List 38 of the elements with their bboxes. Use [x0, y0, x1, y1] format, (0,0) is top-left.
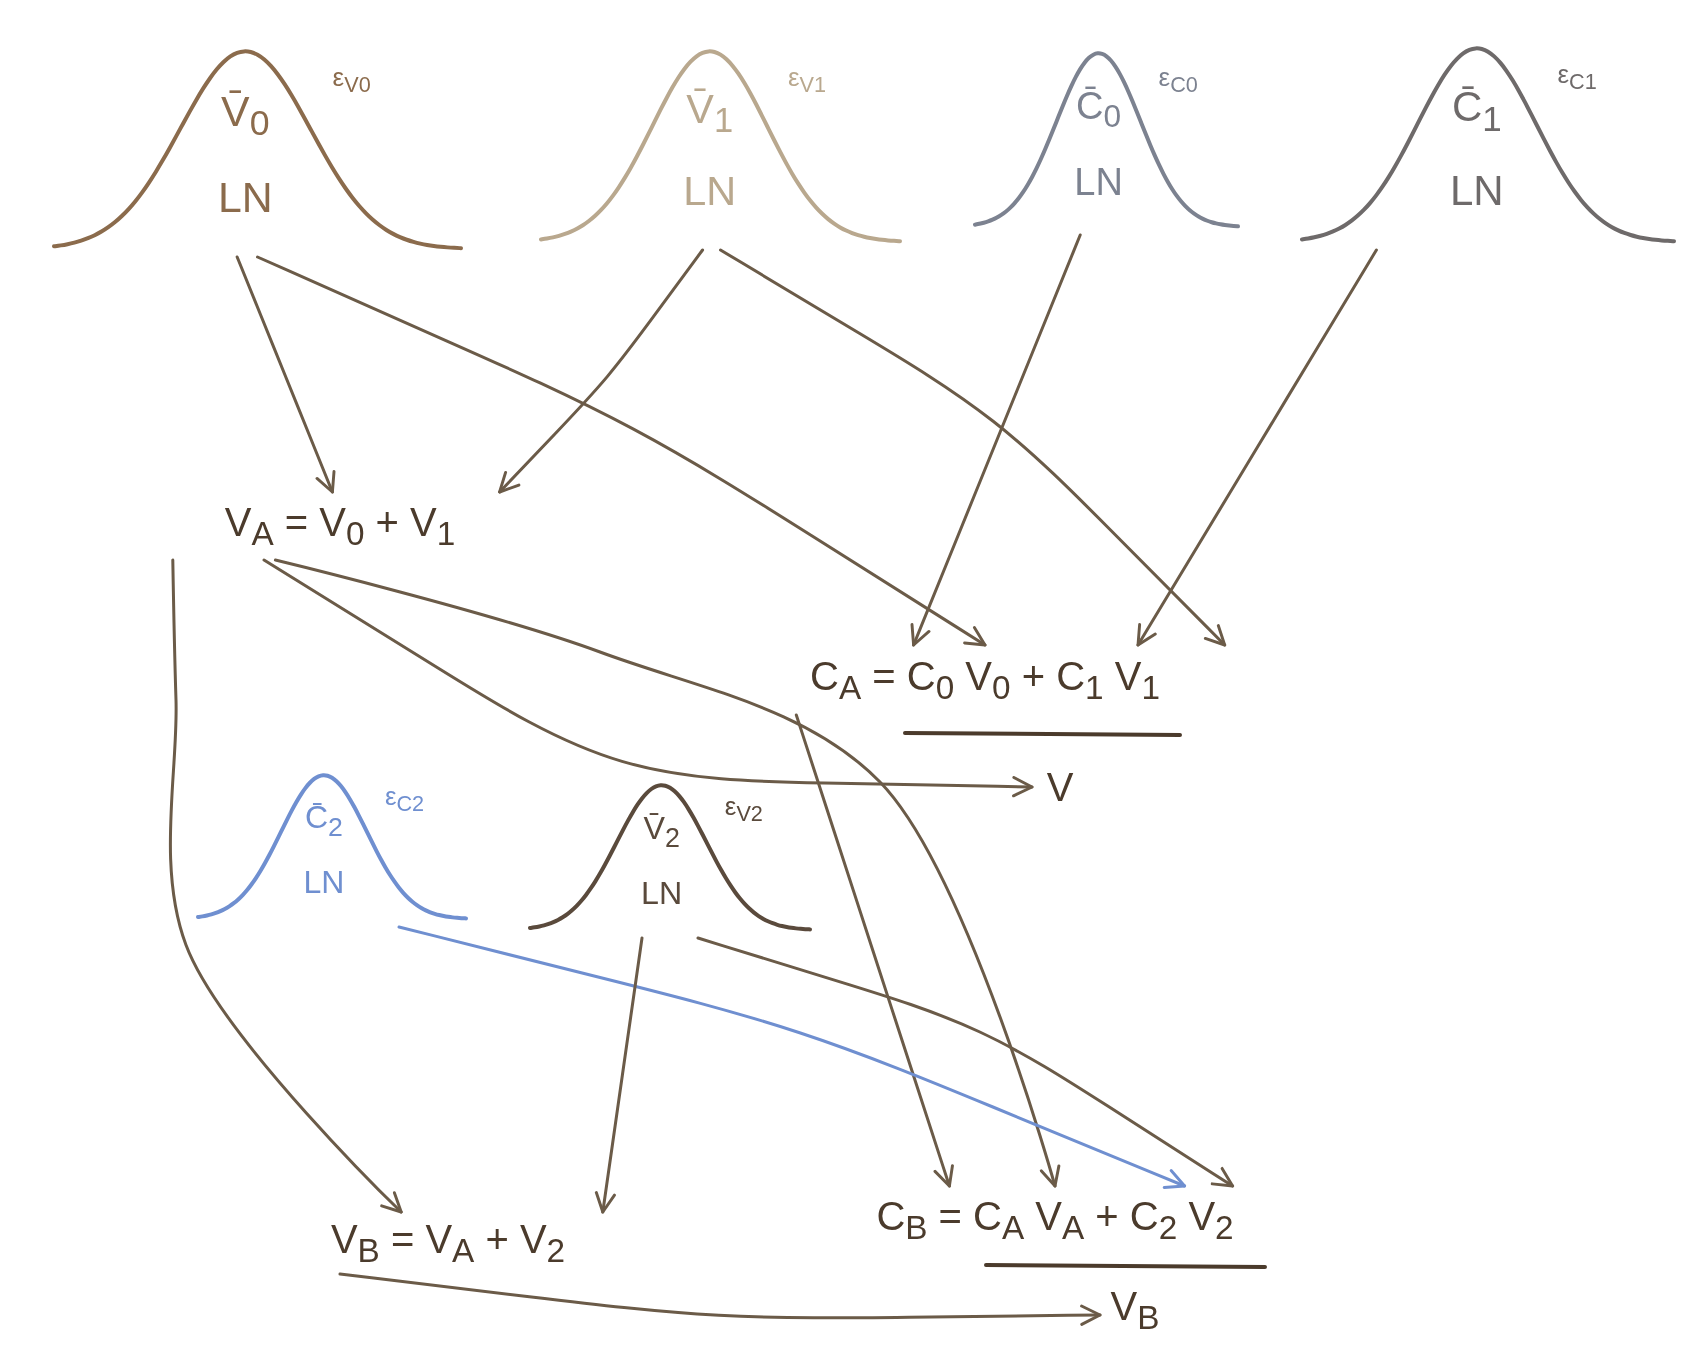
arrow: [910, 233, 1082, 647]
arrow: [719, 248, 1227, 647]
distribution-label: LN: [217, 175, 273, 219]
arrow: [498, 248, 705, 494]
variable-label: V̄$_{1}$: [686, 89, 734, 138]
equation-text: V: [1046, 767, 1074, 807]
arrow: [168, 558, 403, 1214]
equation-text: C$_{A}$ = C$_{0}$ V$_{0}$ + C$_{1}$ V$_{1}$: [810, 655, 1160, 705]
error-label: ε$_{V2}$: [724, 793, 763, 825]
equation-text: V$_{A}$ = V$_{0}$ + V$_{1}$: [224, 501, 456, 551]
error-label: ε$_{C2}$: [384, 783, 425, 815]
arrow: [1136, 248, 1378, 647]
equation-text: V$_{B}$: [1110, 1285, 1160, 1334]
arrow: [256, 255, 987, 647]
variable-label: C̄$_{1}$: [1451, 86, 1502, 137]
variable-label: V̄$_{0}$: [221, 89, 270, 142]
distribution-label: LN: [1074, 162, 1123, 201]
distribution-label: LN: [1450, 170, 1504, 213]
error-label: ε$_{V0}$: [332, 64, 371, 97]
error-label: ε$_{V1}$: [787, 63, 827, 96]
arrow: [262, 558, 1034, 798]
arrow: [594, 936, 644, 1214]
variable-label: C̄$_{2}$: [305, 801, 343, 841]
equation-text: C$_{B}$ = C$_{A}$ V$_{A}$ + C$_{2}$ V$_{2}$: [876, 1195, 1234, 1245]
arrow: [696, 936, 1235, 1188]
distribution-label: LN: [641, 876, 683, 909]
arrow: [235, 255, 336, 494]
arrow: [338, 1272, 1102, 1326]
distribution-label: LN: [303, 866, 345, 899]
arrow: [397, 925, 1187, 1189]
arrow: [794, 713, 954, 1188]
variable-label: C̄$_{0}$: [1076, 86, 1122, 133]
arrow: [273, 558, 1061, 1188]
equation-text: V$_{B}$ = V$_{A}$ + V$_{2}$: [330, 1218, 566, 1268]
distribution-label: LN: [683, 171, 737, 213]
variable-label: V̄$_{2}$: [643, 812, 680, 852]
error-label: ε$_{C0}$: [1158, 64, 1198, 96]
error-label: ε$_{C1}$: [1557, 61, 1597, 93]
